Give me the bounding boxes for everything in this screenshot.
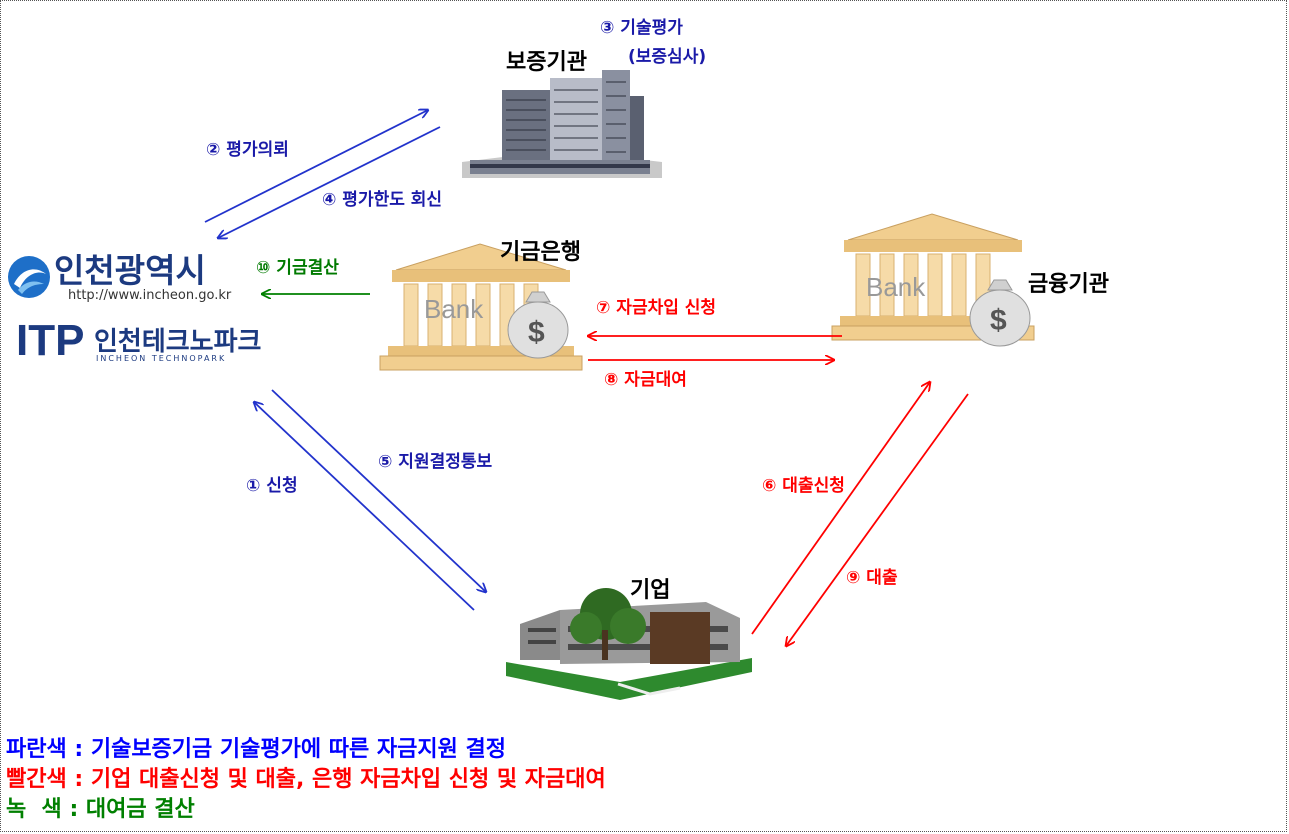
arrow-1-apply [254,402,475,611]
legend-green: 녹 색 : 대여금 결산 [6,797,195,822]
node-company: 기업 [630,578,671,603]
company-building-icon [506,588,752,700]
node-fund-bank: 기금은행 [500,240,581,265]
step-3-label: ③ 기술평가 [600,18,683,38]
arrow-9-loan [786,393,969,646]
legend-blue: 파란색 : 기술보증기금 기술평가에 따른 자금지원 결정 [6,737,507,762]
fund-bank-dollar: $ [528,316,545,349]
step-9-label: ⑨ 대출 [846,568,898,588]
step-8-label: ⑧ 자금대여 [604,370,687,390]
arrow-4-limit-reply [218,126,441,238]
step-1-label: ① 신청 [246,476,298,496]
step-2-label: ② 평가의뢰 [206,140,289,160]
incheon-url: http://www.incheon.go.kr [68,288,232,303]
financial-bank-word: Bank [866,272,926,302]
financial-bank-dollar: $ [990,304,1007,337]
step-10-label: ⑩ 기금결산 [256,258,339,278]
itp-english-name: INCHEON TECHNOPARK [96,354,227,363]
step-5-label: ⑤ 지원결정통보 [378,452,493,472]
fund-bank-word: Bank [424,294,484,324]
fund-bank-building-icon: Bank $ [379,243,583,371]
itp-mark: ITP [16,316,85,365]
arrow-6-loan-apply [751,382,930,635]
incheon-name: 인천광역시 [54,251,206,290]
financial-bank-building-icon: Bank $ [831,213,1035,347]
step-4-label: ④ 평가한도 회신 [322,190,443,210]
itp-name: 인천테크노파크 [94,327,262,357]
incheon-emblem-icon [8,256,50,298]
legend-red: 빨간색 : 기업 대출신청 및 대출, 은행 자금차입 신청 및 자금대여 [6,767,606,792]
node-financial-institution: 금융기관 [1028,272,1109,297]
step-3-sublabel: (보증심사) [628,47,707,67]
step-6-label: ⑥ 대출신청 [762,476,845,496]
arrow-5-decision-notice [271,389,486,592]
step-7-label: ⑦ 자금차입 신청 [596,298,717,318]
guarantee-building-icon [462,70,662,178]
node-guarantee-institution: 보증기관 [506,50,587,75]
arrow-2-request-evaluation [204,110,428,223]
